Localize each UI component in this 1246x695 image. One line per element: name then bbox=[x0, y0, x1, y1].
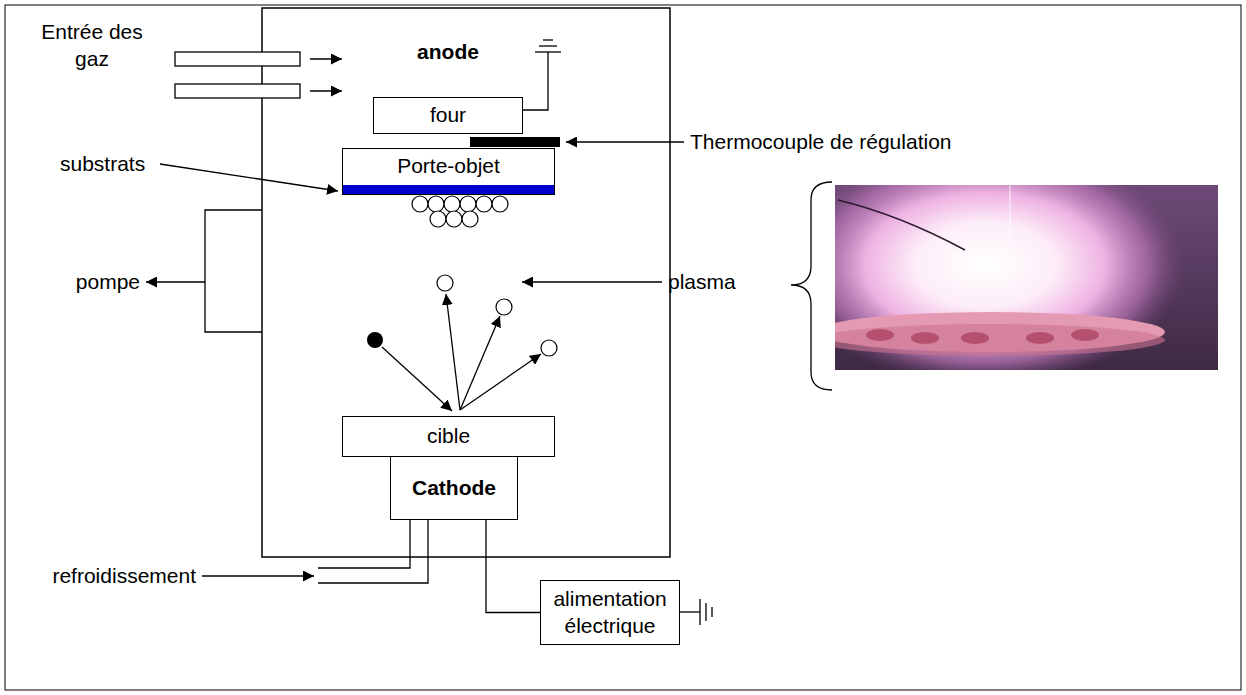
gas-tube bbox=[175, 52, 300, 66]
node-text: Porte-objet bbox=[397, 153, 500, 179]
atom bbox=[412, 196, 428, 212]
atom bbox=[476, 196, 492, 212]
trajectory-arrow bbox=[460, 354, 541, 410]
atom bbox=[430, 211, 446, 227]
flow-arrow bbox=[310, 58, 342, 60]
sample bbox=[911, 332, 939, 344]
ground-symbol bbox=[705, 603, 706, 621]
atom bbox=[492, 196, 508, 212]
sample bbox=[1026, 332, 1054, 344]
pump-port bbox=[205, 210, 262, 332]
target-plate bbox=[835, 324, 1165, 356]
node-text: four bbox=[430, 102, 466, 128]
ground-wire bbox=[523, 52, 548, 110]
trajectory-arrow bbox=[446, 294, 460, 410]
anode-label: anode bbox=[417, 38, 479, 65]
deposited-atoms bbox=[412, 196, 508, 227]
sample-holder-box: Porte-objet bbox=[342, 148, 555, 195]
wire bbox=[838, 200, 965, 250]
plasma-label: plasma bbox=[668, 268, 736, 295]
wire-connector bbox=[486, 520, 540, 613]
plasma-photo bbox=[835, 185, 1218, 370]
ground-symbol bbox=[699, 599, 700, 625]
cooling-label: refroidissement bbox=[52, 562, 196, 589]
sputtered-atom bbox=[437, 275, 453, 291]
leader-arrow bbox=[522, 281, 662, 283]
thermocouple-label: Thermocouple de régulation bbox=[690, 128, 952, 155]
flow-arrow bbox=[310, 90, 342, 92]
cathode-box: Cathode bbox=[390, 456, 518, 520]
vacuum-chamber bbox=[262, 8, 670, 557]
sputtered-atom bbox=[496, 299, 512, 315]
leader-arrow bbox=[160, 164, 338, 191]
node-text: alimentation électrique bbox=[549, 586, 671, 639]
pump-arrow bbox=[146, 281, 205, 283]
trajectory-arrow bbox=[382, 347, 452, 411]
cooling-pipe bbox=[318, 520, 428, 583]
gas-inlet-label: Entrée des gaz bbox=[37, 18, 147, 73]
atom bbox=[444, 196, 460, 212]
leader-arrow bbox=[566, 141, 684, 143]
node-text: cible bbox=[427, 423, 470, 449]
thermocouple bbox=[470, 137, 560, 147]
node-text: Cathode bbox=[412, 475, 496, 501]
pump-label: pompe bbox=[76, 268, 140, 295]
ground-wire bbox=[680, 611, 700, 612]
brace bbox=[791, 182, 832, 390]
ground-symbol bbox=[711, 607, 712, 617]
ground-symbol bbox=[539, 45, 557, 46]
figure-frame bbox=[5, 5, 1241, 690]
gas-tube bbox=[175, 84, 300, 98]
leader-arrow bbox=[202, 575, 314, 577]
sputtered-atom bbox=[541, 340, 557, 356]
furnace-box: four bbox=[373, 97, 523, 134]
atom bbox=[462, 211, 478, 227]
sample bbox=[866, 329, 894, 341]
ground-symbol bbox=[543, 39, 553, 40]
atom bbox=[446, 211, 462, 227]
wire bbox=[1009, 185, 1010, 240]
ion bbox=[367, 332, 383, 348]
plasma-glow bbox=[835, 185, 1185, 370]
substrate-layer bbox=[343, 185, 554, 194]
cooling-pipe bbox=[318, 520, 410, 568]
sample bbox=[961, 332, 989, 344]
power-supply-box: alimentation électrique bbox=[540, 580, 680, 645]
sample bbox=[1071, 329, 1099, 341]
target-box: cible bbox=[342, 416, 555, 457]
atom bbox=[428, 196, 444, 212]
substrate-label: substrats bbox=[60, 150, 145, 177]
atom bbox=[460, 196, 476, 212]
